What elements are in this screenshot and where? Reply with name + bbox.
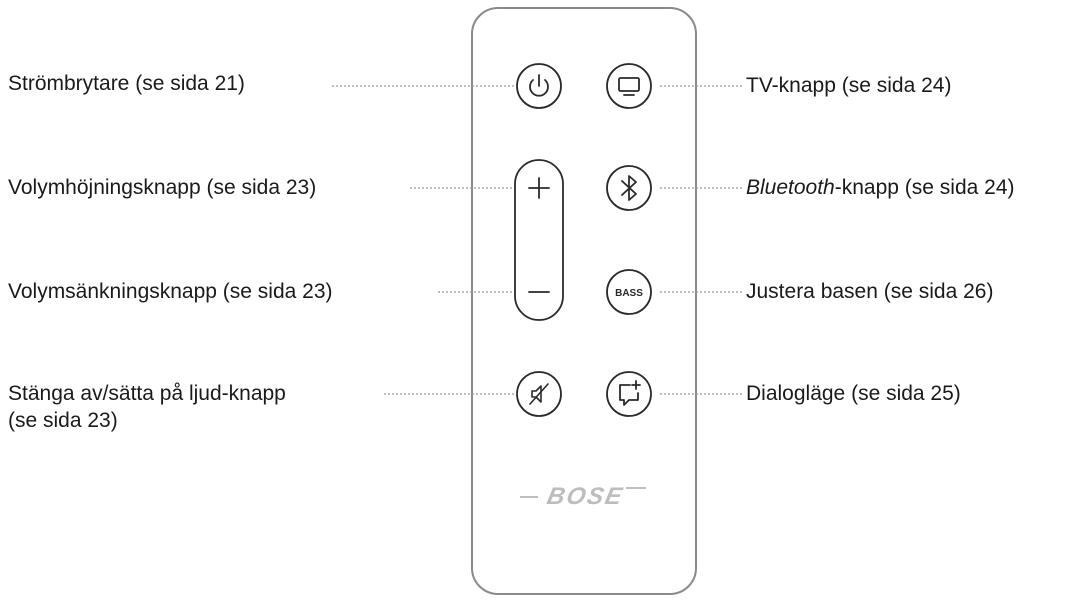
label-volume-up: Volymhöjningsknapp (se sida 23) xyxy=(8,176,317,199)
bass-icon: BASS xyxy=(615,288,643,299)
remote-body xyxy=(471,7,697,595)
dialog-button[interactable] xyxy=(606,371,652,417)
mute-button[interactable] xyxy=(516,371,562,417)
bass-button[interactable]: BASS xyxy=(606,269,652,315)
leader-lines xyxy=(332,85,742,395)
tv-icon xyxy=(618,77,640,96)
power-button[interactable] xyxy=(516,63,562,109)
bose-logo: BOSE xyxy=(545,483,627,510)
dialog-icon xyxy=(619,380,641,406)
plus-icon xyxy=(528,177,550,199)
label-bluetooth: Bluetooth-knapp (se sida 24) xyxy=(746,175,1015,201)
tv-button[interactable] xyxy=(606,63,652,109)
label-volume-down: Volymsänkningsknapp (se sida 23) xyxy=(8,280,333,303)
label-tv: TV-knapp (se sida 24) xyxy=(746,74,952,97)
mute-icon xyxy=(529,383,549,405)
label-bluetooth-italic: Bluetooth xyxy=(746,176,835,199)
bluetooth-icon xyxy=(621,175,637,201)
label-power: Strömbrytare (se sida 21) xyxy=(8,72,245,95)
label-mute-line2: (se sida 23) xyxy=(8,409,118,432)
label-mute-line1: Stänga av/sätta på ljud-knapp xyxy=(8,382,286,405)
volume-rocker[interactable] xyxy=(514,159,564,321)
label-dialog: Dialogläge (se sida 25) xyxy=(746,382,961,405)
bluetooth-button[interactable] xyxy=(606,165,652,211)
label-bluetooth-rest: -knapp (se sida 24) xyxy=(834,176,1015,199)
power-icon xyxy=(529,74,549,97)
label-bass: Justera basen (se sida 26) xyxy=(746,280,994,303)
